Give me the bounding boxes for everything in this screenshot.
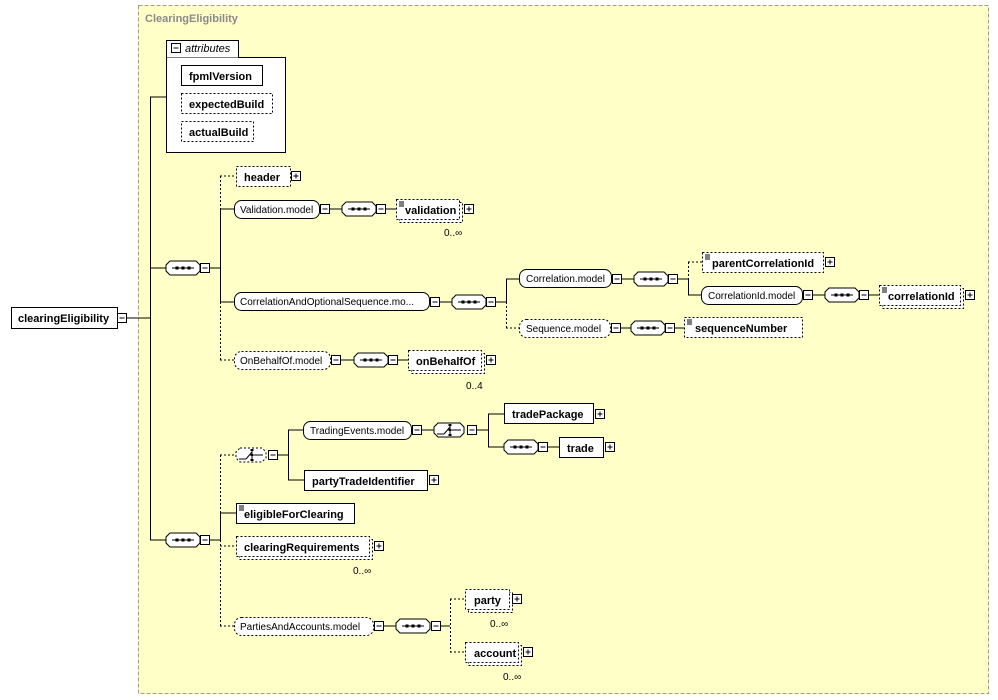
element-label: trade [567,443,594,455]
attribute-label: expectedBuild [189,99,264,111]
element-label: party [474,595,502,607]
element-party-trade-identifier[interactable] [304,470,428,491]
element-correlation-id[interactable] [879,285,961,306]
element-party[interactable] [465,589,510,610]
element-label: clearingRequirements [244,542,360,554]
group-label: PartiesAndAccounts.model [240,622,360,633]
attribute-actualbuild[interactable] [181,121,254,142]
element-label: tradePackage [512,409,584,421]
element-clearing-requirements[interactable] [236,536,370,557]
group-label: Validation.model [240,205,313,216]
element-label: partyTradeIdentifier [312,476,415,488]
attribute-label: actualBuild [189,127,248,139]
group-parties-and-accounts-model[interactable] [234,617,374,636]
group-correlation-id-model[interactable] [701,286,803,305]
cardinality: 0..∞ [444,228,462,239]
cardinality: 0..4 [466,381,483,392]
element-label: validation [405,205,457,217]
type-name: ClearingEligibility [145,13,239,25]
cardinality: 0..∞ [490,619,508,630]
attribute-label: fpmlVersion [189,71,252,83]
group-label: TradingEvents.model [310,426,404,437]
attribute-expectedbuild[interactable] [181,93,273,114]
element-label: eligibleForClearing [244,509,344,521]
group-label: OnBehalfOf.model [240,356,322,367]
element-trade[interactable] [559,437,604,458]
attributes-label: attributes [185,43,231,55]
group-label: Sequence.model [526,324,601,335]
element-header[interactable] [236,166,291,187]
group-label: CorrelationId.model [708,291,795,302]
element-label: onBehalfOf [416,356,476,368]
element-validation[interactable] [396,199,460,220]
group-correlation-model[interactable] [519,269,612,288]
element-eligible-for-clearing[interactable] [236,503,355,524]
group-validation-model[interactable] [234,200,320,219]
group-correlation-optional-sequence[interactable] [234,292,430,311]
group-sequence-model[interactable] [519,319,611,338]
element-label: account [474,648,517,660]
cardinality: 0..∞ [353,566,371,577]
element-label: header [244,172,281,184]
element-label: sequenceNumber [695,323,788,335]
group-label: CorrelationAndOptionalSequence.mo... [240,297,414,308]
element-parent-correlation-id[interactable] [702,252,824,273]
element-on-behalf-of[interactable] [408,350,482,371]
element-trade-package[interactable] [504,403,594,424]
group-on-behalf-of-model[interactable] [234,351,331,370]
cardinality: 0..∞ [503,672,521,683]
element-label: correlationId [888,291,955,303]
element-account[interactable] [465,642,519,663]
element-label: parentCorrelationId [712,258,814,270]
root-element-label: clearingEligibility [18,313,110,325]
group-trading-events-model[interactable] [303,421,412,440]
attribute-fpmlversion[interactable] [181,65,263,86]
element-sequence-number[interactable] [684,317,803,338]
group-label: Correlation.model [526,274,605,285]
